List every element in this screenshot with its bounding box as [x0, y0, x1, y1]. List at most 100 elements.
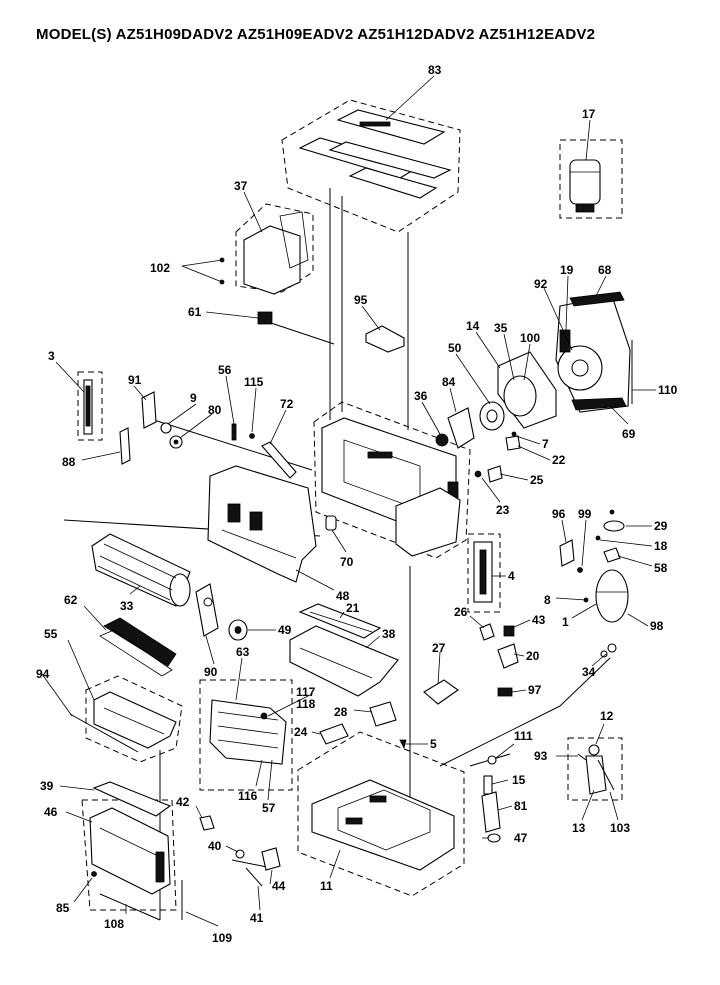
callout-20: 20 — [526, 649, 540, 663]
guide-line-108 — [99, 893, 161, 921]
part-control-board — [395, 487, 461, 557]
part-48-edge — [221, 529, 297, 559]
leader-92 — [543, 287, 573, 351]
callout-68: 68 — [598, 263, 612, 277]
leader-1 — [571, 603, 597, 619]
part-80-hole — [173, 439, 179, 445]
callout-57: 57 — [262, 801, 276, 815]
part-88-bracket — [119, 427, 131, 465]
part-99-nut — [577, 567, 583, 573]
part-17-capacitor — [569, 159, 601, 205]
part-11-base-pan-well — [337, 789, 431, 851]
callout-43: 43 — [532, 613, 546, 627]
leader-83 — [385, 75, 435, 121]
part-9-bushing — [160, 422, 172, 434]
callout-83: 83 — [428, 63, 442, 77]
callout-99: 99 — [578, 507, 592, 521]
part-18-nut — [595, 535, 601, 541]
part-7-screw — [511, 431, 517, 437]
part-33-rib-b — [99, 555, 173, 591]
part-46-edge — [99, 827, 159, 857]
leader-15 — [491, 779, 509, 785]
callout-111: 111 — [514, 729, 533, 743]
part-38-drain-pan — [289, 625, 399, 697]
callout-21: 21 — [346, 601, 360, 615]
part-94-rod — [69, 713, 139, 753]
part-39-top-rail — [92, 781, 172, 817]
part-29-seal — [603, 520, 625, 532]
callout-40: 40 — [208, 839, 222, 853]
part-47-washer — [487, 833, 501, 843]
leader-72 — [269, 409, 287, 445]
leader-25 — [499, 473, 529, 481]
part-58-plate — [603, 547, 621, 563]
callout-102: 102 — [150, 261, 170, 275]
part-41-shaft — [245, 867, 263, 887]
part-61-clip — [257, 311, 273, 325]
leader-100 — [523, 343, 531, 381]
guide-line-61 — [267, 321, 335, 345]
part-103-tube — [597, 759, 615, 791]
leader-81 — [497, 805, 513, 811]
callout-29: 29 — [654, 519, 668, 533]
part-33-rib-a — [103, 543, 177, 579]
part-62-filter-frame — [99, 629, 173, 677]
callout-46: 46 — [44, 805, 58, 819]
part-21-tray — [298, 603, 382, 639]
part-83-rail-d — [348, 167, 438, 199]
callout-94: 94 — [36, 667, 50, 681]
leader-88 — [81, 451, 121, 461]
part-83-slot — [359, 121, 391, 127]
leader-22 — [517, 445, 551, 461]
leader-44 — [269, 869, 273, 885]
part-50-fan-motor — [479, 401, 505, 431]
callout-108: 108 — [104, 917, 124, 931]
part-28-bracket — [369, 701, 397, 727]
leader-50 — [455, 353, 491, 405]
leader-95 — [361, 305, 381, 331]
part-115-screw — [249, 433, 255, 439]
leader-96 — [561, 519, 567, 543]
part-62-filter — [103, 617, 177, 667]
part-24-bracket — [319, 723, 349, 745]
callout-97: 97 — [528, 683, 542, 697]
guide-line-refrig-2 — [559, 657, 611, 707]
callout-90: 90 — [204, 665, 218, 679]
group-box-37 — [235, 203, 314, 293]
callout-50: 50 — [448, 341, 462, 355]
part-55-grille — [93, 691, 177, 749]
part-91-plate — [141, 391, 157, 429]
part-100-motor — [503, 375, 537, 417]
callout-91: 91 — [128, 373, 142, 387]
callout-44: 44 — [272, 879, 286, 893]
callout-5: 5 — [430, 737, 437, 751]
callout-34: 34 — [582, 665, 596, 679]
part-111-fitting — [487, 755, 497, 765]
callout-23: 23 — [496, 503, 510, 517]
leader-21 — [339, 611, 345, 619]
part-main-frame-slot-a — [367, 451, 393, 459]
part-49-hub — [234, 626, 242, 634]
leader-61 — [205, 311, 259, 319]
part-48-grille-a — [227, 503, 241, 523]
part-37-control-cover — [243, 225, 301, 295]
leader-27 — [437, 651, 441, 685]
leader-34 — [591, 653, 607, 667]
group-box-83 — [281, 99, 461, 233]
callout-7: 7 — [542, 437, 549, 451]
group-box-11 — [297, 731, 465, 897]
part-36-bearing — [435, 433, 449, 447]
part-5-pin — [399, 739, 407, 750]
part-15-clip — [483, 775, 493, 795]
part-46-front-cabinet — [89, 807, 171, 895]
leader-38 — [365, 635, 381, 649]
leader-35 — [503, 333, 515, 381]
leader-99 — [581, 519, 587, 567]
leader-91 — [133, 385, 147, 401]
callout-35: 35 — [494, 321, 508, 335]
part-37-bracket — [279, 211, 309, 269]
leader-116 — [255, 759, 263, 787]
part-12-valve-body — [585, 755, 607, 795]
